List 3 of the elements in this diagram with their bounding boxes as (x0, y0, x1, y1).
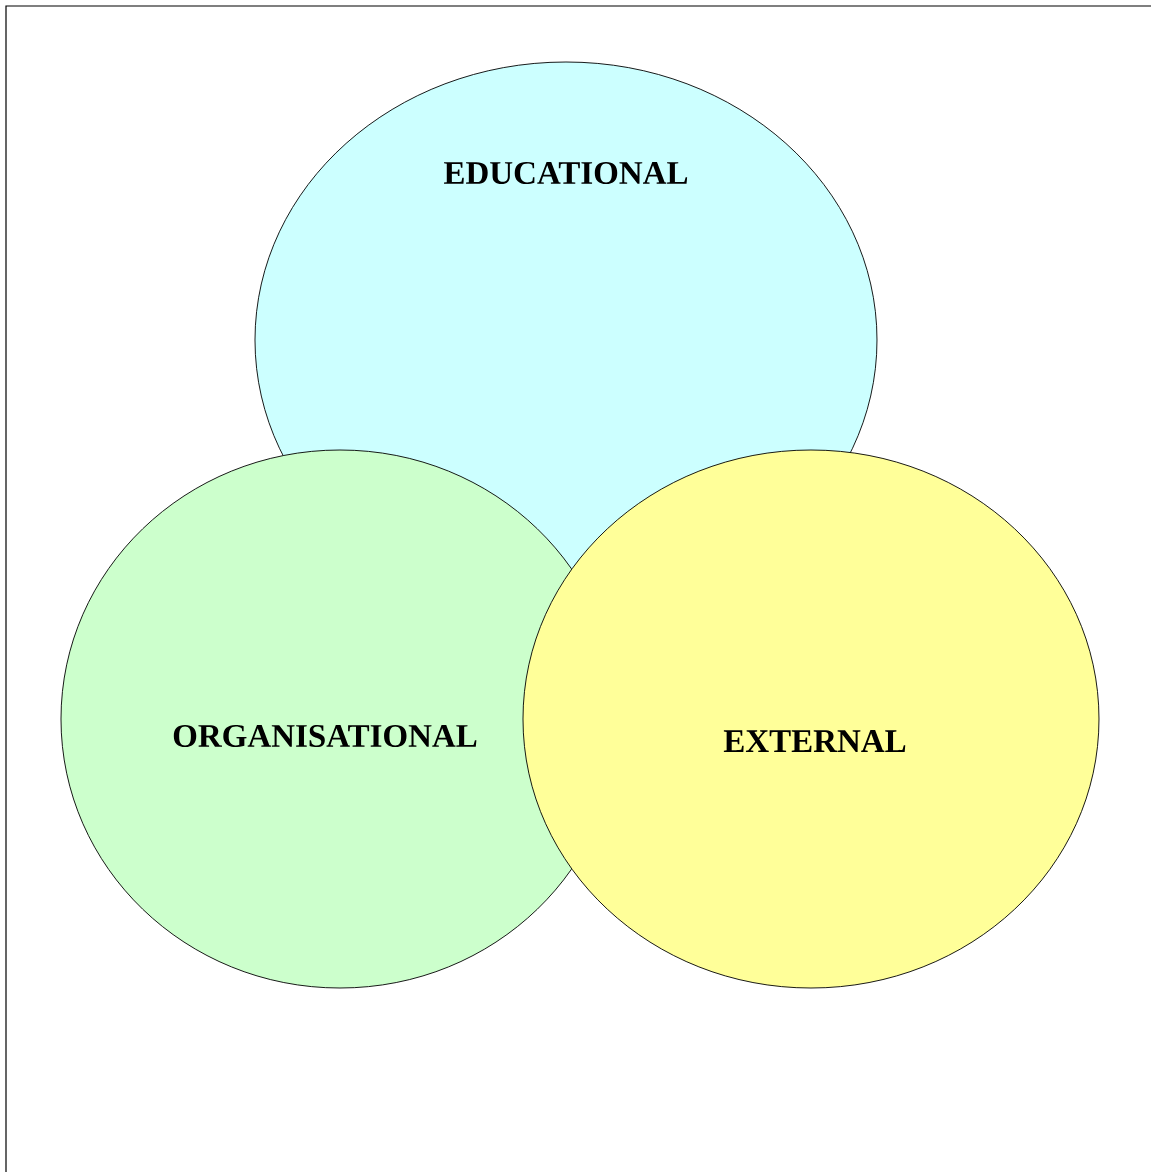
circle-label: EXTERNAL (723, 730, 906, 752)
circle-label: ORGANISATIONAL (173, 724, 477, 748)
circle-label: EDUCATIONAL (444, 161, 688, 185)
